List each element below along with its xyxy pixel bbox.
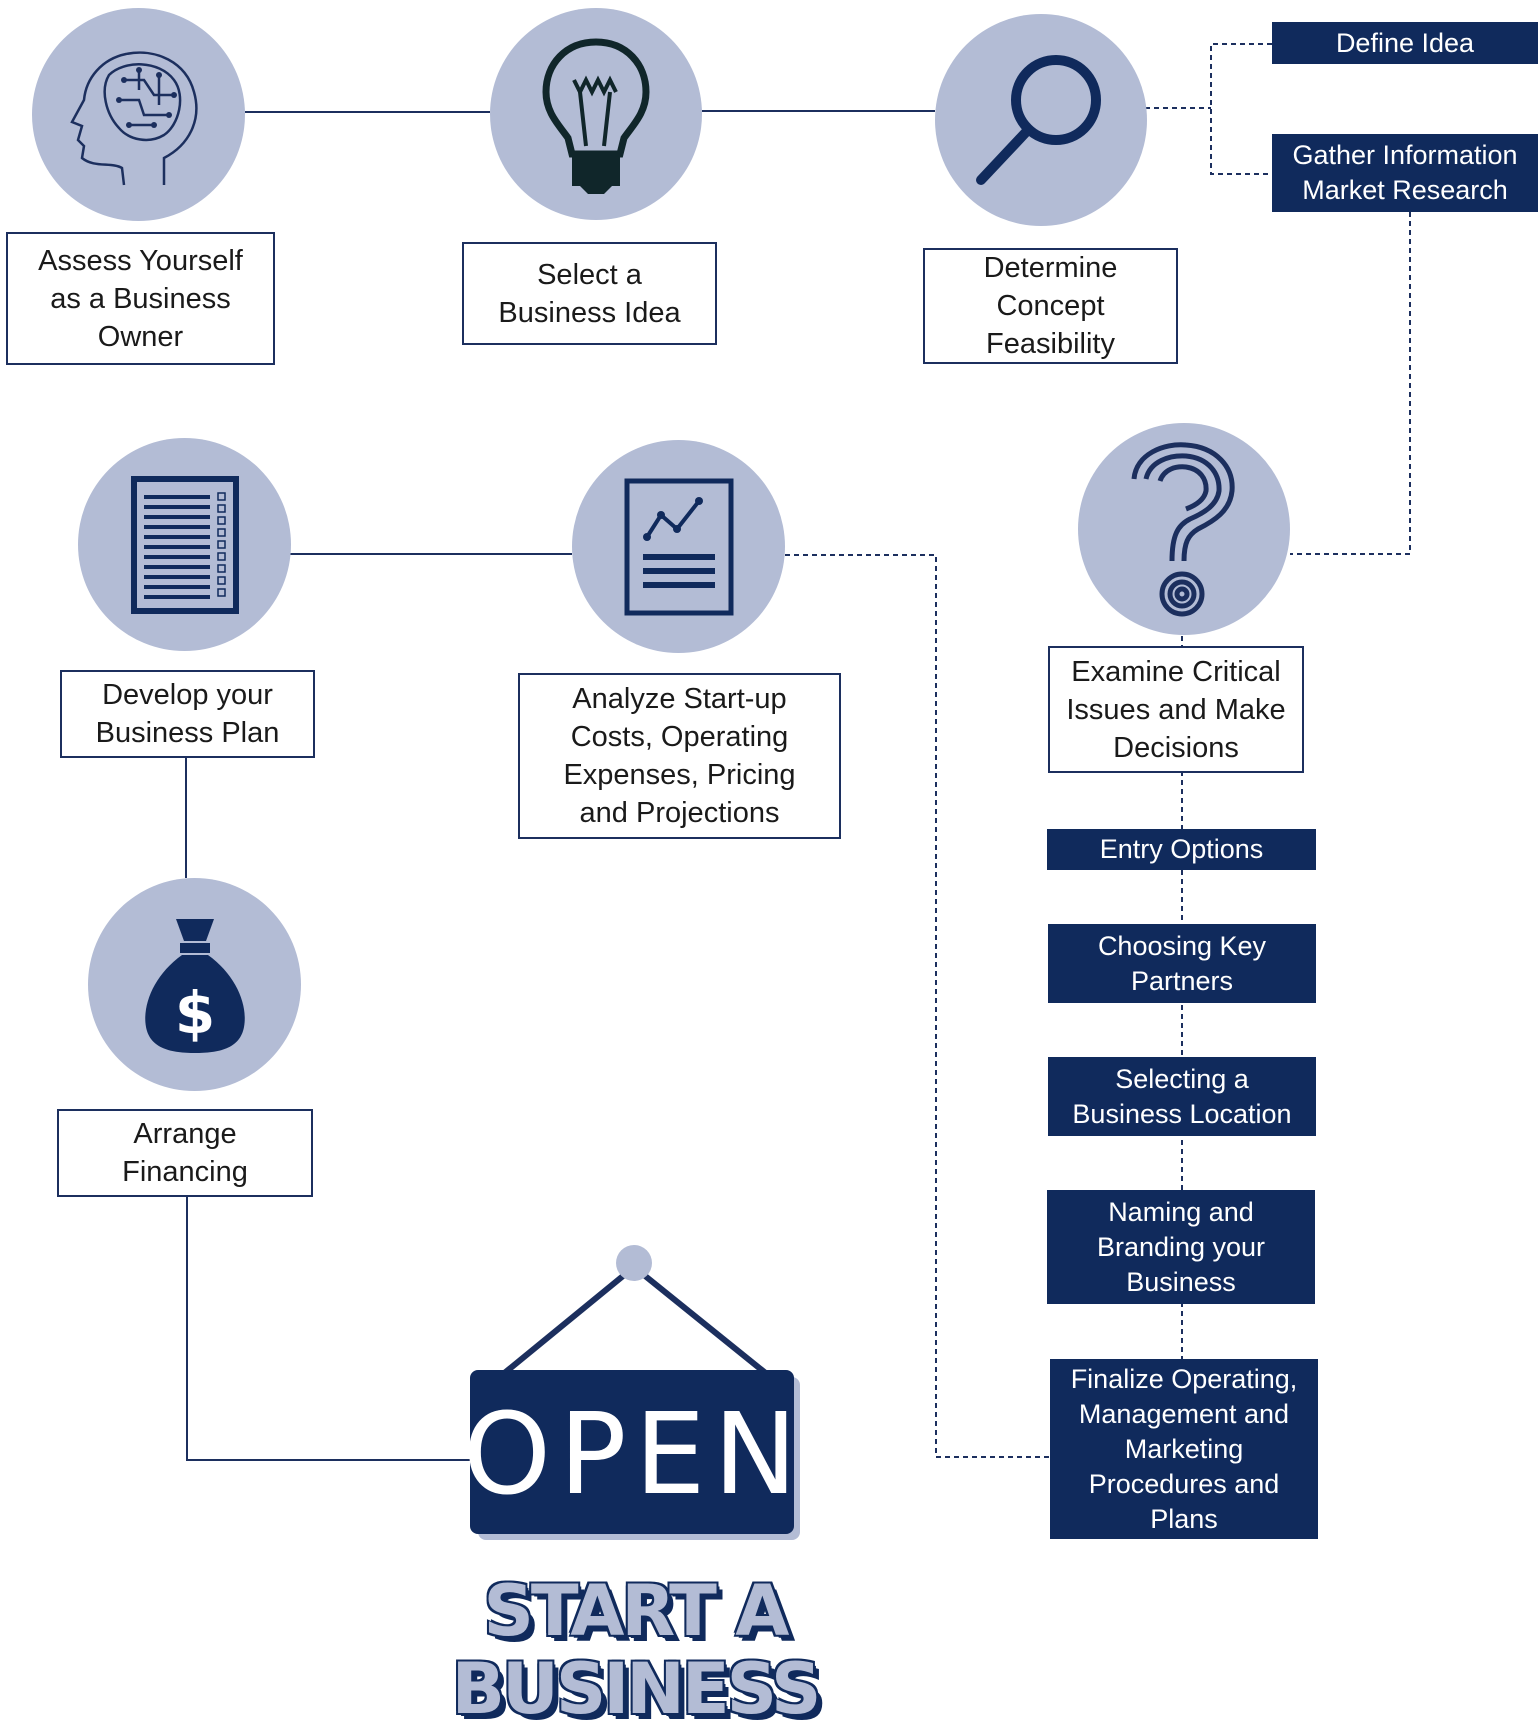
chart-document-icon <box>624 478 733 615</box>
define-idea-tag: Define Idea <box>1272 22 1538 64</box>
magnifying-glass-icon <box>976 55 1101 185</box>
select-idea-circle <box>490 8 702 220</box>
open-sign-text: OPEN <box>468 1390 804 1520</box>
financing-circle: $ <box>88 878 301 1091</box>
question-mark-icon <box>1131 442 1235 617</box>
select-idea-label: Select a Business Idea <box>462 242 717 345</box>
open-sign-icon: OPEN <box>468 1245 804 1540</box>
finalize-operating-tag: Finalize Operating, Management and Marke… <box>1050 1359 1318 1539</box>
connector-analyze-finalize <box>785 554 1050 1458</box>
lightbulb-icon <box>542 38 650 194</box>
assess-circle <box>32 8 245 221</box>
analyze-circle <box>572 440 785 653</box>
title-line-1: START A <box>483 1570 790 1652</box>
assess-label: Assess Yourself as a Business Owner <box>6 232 275 365</box>
title-line-2: BUSINESS <box>451 1648 822 1730</box>
connector-financing-open <box>186 1196 472 1461</box>
analyze-label: Analyze Start-up Costs, Operating Expens… <box>518 673 841 839</box>
feasibility-circle <box>935 14 1147 226</box>
connector-research-examine <box>1290 212 1411 555</box>
naming-branding-tag: Naming and Branding your Business <box>1047 1190 1315 1304</box>
feasibility-label: Determine Concept Feasibility <box>923 248 1178 364</box>
brain-head-icon <box>69 51 198 185</box>
money-bag-icon: $ <box>144 918 245 1053</box>
document-icon <box>130 475 239 614</box>
choosing-key-partners-tag: Choosing Key Partners <box>1048 924 1316 1003</box>
selecting-location-tag: Selecting a Business Location <box>1048 1057 1316 1136</box>
examine-circle <box>1078 423 1290 635</box>
entry-options-tag: Entry Options <box>1047 829 1316 870</box>
examine-label: Examine Critical Issues and Make Decisio… <box>1048 646 1304 773</box>
svg-text:$: $ <box>174 979 214 1047</box>
gather-information-tag: Gather Information Market Research <box>1272 134 1538 212</box>
financing-label: Arrange Financing <box>57 1109 313 1197</box>
business-plan-label: Develop your Business Plan <box>60 670 315 758</box>
business-plan-circle <box>78 438 291 651</box>
